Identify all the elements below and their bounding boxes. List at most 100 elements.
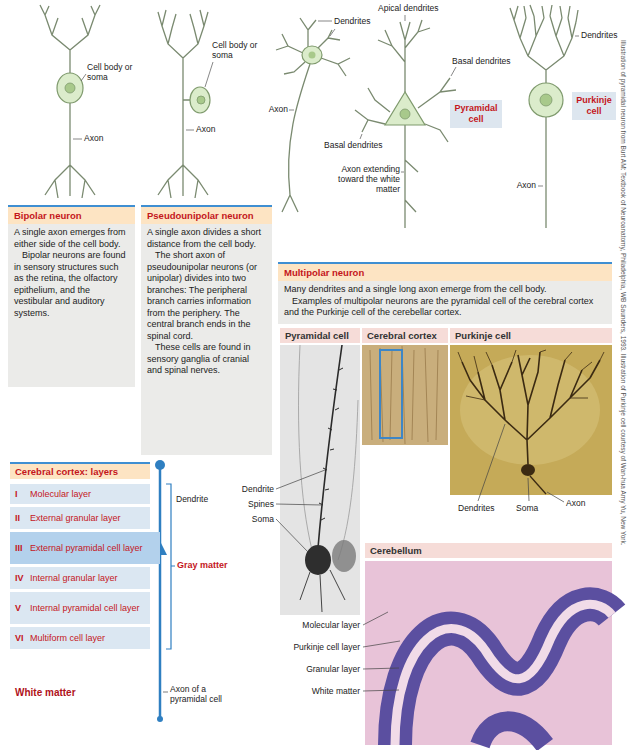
layer-name: External granular layer — [30, 513, 150, 523]
faint-dendrite — [299, 345, 359, 560]
part-label: Dendrites — [581, 30, 617, 40]
micrograph — [450, 345, 612, 495]
axon-stain — [530, 476, 546, 494]
part-label: Dendrites — [458, 503, 498, 513]
layer-band: VIMultiform cell layer — [10, 627, 150, 649]
part-label: Axon — [84, 133, 114, 143]
layer-band: VInternal pyramidal cell layer — [10, 592, 150, 624]
plate-header: Cerebellum — [365, 543, 612, 558]
part-label: Cell body or soma — [87, 62, 139, 82]
leader-line — [73, 15, 579, 186]
dendrite-branch — [276, 18, 350, 76]
spines — [319, 368, 343, 520]
leader-line — [163, 424, 564, 692]
dendritic-tree — [510, 5, 578, 83]
plate-header: Pyramidal cell — [280, 328, 360, 343]
card-body: The short axon of pseudounipolar neurons… — [141, 250, 272, 342]
gray-matter-bracket — [166, 484, 175, 649]
cortex-fibres — [370, 346, 438, 444]
cell-body — [385, 92, 425, 125]
layer-number: V — [10, 603, 30, 613]
part-label: Axon — [196, 124, 226, 134]
apical-dendrite — [378, 20, 430, 92]
plate-title: Purkinje cell — [455, 330, 607, 341]
layer-panel: Cerebral cortex: layersIMolecular layerI… — [10, 462, 160, 712]
card-body: Many dendrites and a single long axon em… — [278, 284, 612, 296]
plate-header: Cerebral cortex — [362, 328, 448, 343]
dendritic-tree-stain — [462, 352, 600, 464]
region-label: Gray matter — [177, 560, 235, 571]
part-label: Soma — [516, 503, 542, 513]
part-label: Axon — [512, 180, 536, 190]
plate-title: Cerebral cortex — [367, 330, 443, 341]
axon-line — [545, 117, 546, 228]
plate-header: Purkinje cell — [450, 328, 612, 343]
axon-line — [45, 103, 95, 198]
cell-tag: Pyramidal cell — [450, 100, 502, 128]
layer-name: External pyramidal cell layer — [30, 543, 160, 553]
layer-band: IIExternal granular layer — [10, 507, 150, 529]
layer-number: IV — [10, 573, 30, 583]
soma-stain — [332, 540, 356, 572]
basal-dendrite — [300, 570, 345, 612]
fine-dendrite-stain — [458, 350, 604, 400]
layer-name: Multiform cell layer — [30, 633, 150, 643]
part-label: Axon of a pyramidal cell — [170, 684, 232, 704]
nucleus — [400, 109, 410, 119]
layer-number: II — [10, 513, 30, 523]
part-label: Basal dendrites — [324, 140, 394, 150]
white-matter-core — [395, 604, 612, 745]
micrograph — [280, 345, 360, 615]
card-heading: Pseudounipolar neuron — [141, 207, 272, 224]
micrograph — [365, 561, 612, 745]
plate-title: Pyramidal cell — [285, 330, 355, 341]
part-label: Dendrite — [176, 494, 216, 504]
nucleus — [309, 52, 316, 59]
layer-band: IIIExternal pyramidal cell layer — [10, 532, 160, 564]
tag-text: Pyramidal cell — [453, 103, 499, 125]
cell-body — [529, 83, 563, 117]
card-heading: Multipolar neuron — [278, 264, 612, 281]
layer-number: I — [10, 489, 30, 499]
panel-title: Cerebral cortex: layers — [10, 462, 150, 479]
plate-title: Cerebellum — [370, 545, 607, 556]
part-label: Cell body or soma — [212, 40, 266, 60]
text-card: Bipolar neuron A single axon emerges from… — [8, 205, 135, 387]
part-label: Axon — [262, 104, 288, 114]
white-matter-band: White matter — [10, 680, 150, 704]
layer-number: III — [10, 543, 30, 553]
axon-line — [282, 64, 310, 212]
layer-band: IVInternal granular layer — [10, 567, 150, 589]
cell-body — [190, 87, 210, 113]
card-body: Examples of multipolar neurons are the p… — [278, 296, 612, 319]
axon-line — [158, 165, 208, 198]
card-body: Bipolar neurons are found in sensory str… — [8, 250, 135, 319]
part-label: Apical dendrites — [378, 3, 448, 13]
part-label: Dendrite — [236, 484, 274, 494]
card-body: These cells are found in sensory ganglia… — [141, 342, 272, 377]
card-heading: Bipolar neuron — [8, 207, 135, 224]
layer-number: VI — [10, 633, 30, 643]
micrograph — [362, 345, 448, 445]
part-label: Soma — [236, 514, 274, 524]
nucleus — [540, 94, 552, 106]
card-body: A single axon emerges from either side o… — [8, 227, 135, 250]
dendrite-stain — [318, 345, 342, 548]
part-label: Purkinje cell layer — [276, 642, 360, 652]
cell-body — [302, 46, 322, 64]
granular-layer — [480, 721, 545, 745]
band-text: White matter — [15, 687, 76, 698]
part-label: Basal dendrites — [452, 56, 522, 66]
text-card: Multipolar neuronMany dendrites and a si… — [278, 262, 612, 324]
part-label: White matter — [280, 686, 360, 696]
nucleus — [65, 83, 75, 93]
dendrite-cap — [155, 460, 165, 470]
micrograph-glow — [460, 355, 600, 465]
pyramidal-axis — [159, 466, 162, 718]
axon-line — [405, 125, 418, 228]
layer-band: IMolecular layer — [10, 484, 150, 504]
card-body: A single axon divides a short distance f… — [141, 227, 272, 250]
part-label: Dendrites — [334, 16, 378, 26]
tag-text: Purkinje cell — [575, 95, 613, 117]
